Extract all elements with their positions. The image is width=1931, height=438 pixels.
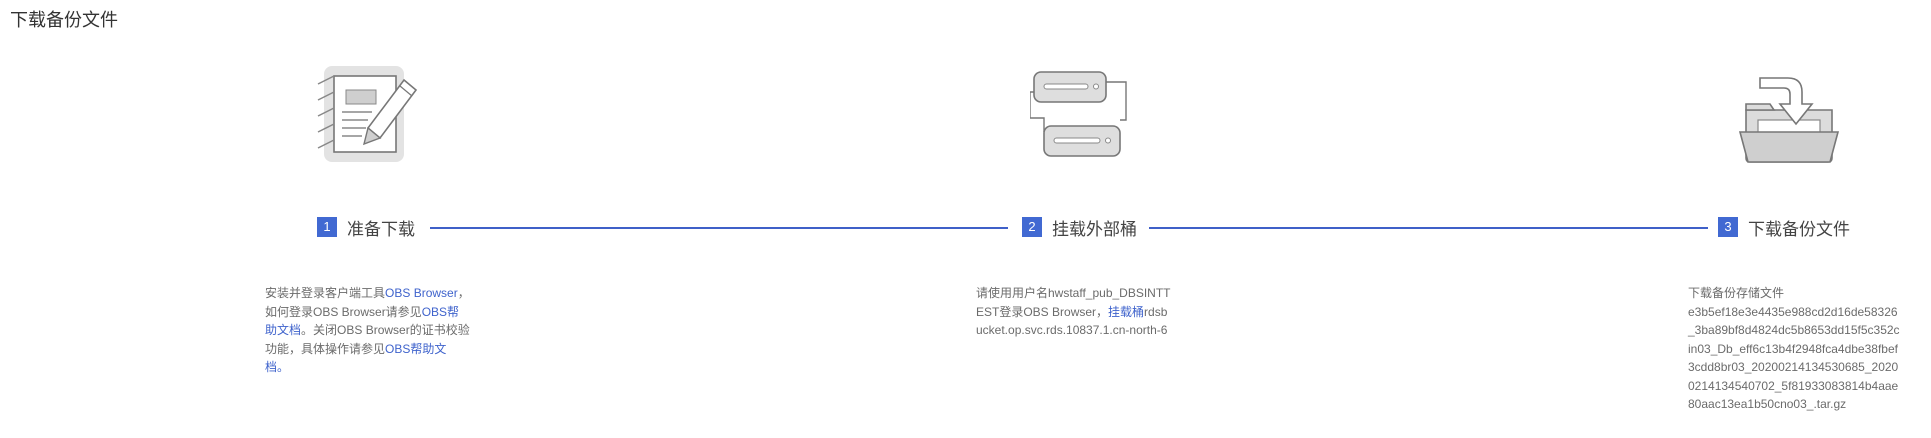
step-3-label: 下载备份文件: [1748, 219, 1850, 239]
step-connector-1-2: [430, 227, 1008, 229]
step-3-number: 3: [1718, 217, 1738, 237]
page-title: 下载备份文件: [10, 10, 118, 30]
step-2-text-1: 请使用用户名hwstaff_pub_DBSINTTEST登录OBS Browse…: [976, 286, 1171, 319]
step-1-number: 1: [317, 217, 337, 237]
folder-download-icon: [1738, 77, 1840, 163]
obs-browser-link[interactable]: OBS Browser: [385, 286, 458, 300]
step-3-text-1: 下载备份存储文件: [1688, 286, 1785, 300]
step-2-number: 2: [1022, 217, 1042, 237]
document-edit-icon: [317, 66, 418, 162]
step-1-description: 安装并登录客户端工具OBS Browser，如何登录OBS Browser请参见…: [265, 284, 470, 377]
mount-bucket-link[interactable]: 挂载桶: [1108, 304, 1145, 319]
step-2: 2 挂载外部桶: [1018, 216, 1149, 239]
obs-help-doc-link[interactable]: OBS帮助文档: [265, 304, 460, 338]
step-1-label: 准备下载: [347, 219, 415, 239]
backup-file-name: e3b5ef18e3e4435e988cd2d16de58326_3ba89bf…: [1688, 304, 1900, 412]
step-connector-2-3: [1146, 227, 1708, 229]
step-1-text-2: ，如何登录OBS Browser请参见: [265, 286, 470, 319]
step-3: 3 下载备份文件: [1712, 216, 1850, 239]
step-1: 1 准备下载: [317, 216, 427, 239]
step-2-label: 挂载外部桶: [1052, 219, 1137, 239]
obs-help-doc-link-2[interactable]: OBS帮助文档: [265, 341, 447, 375]
step-1-text-4: 。: [277, 360, 290, 374]
step-2-description: 请使用用户名hwstaff_pub_DBSINTTEST登录OBS Browse…: [976, 284, 1171, 340]
step-3-description: 下载备份存储文件 e3b5ef18e3e4435e988cd2d16de5832…: [1688, 284, 1900, 414]
step-1-text-3: 。关闭OBS Browser的证书校验功能，具体操作请参见: [265, 323, 470, 356]
step-1-text-1: 安装并登录客户端工具: [265, 286, 386, 300]
server-connect-icon: [1030, 71, 1127, 157]
step-2-text-2: rdsbucket.op.svc.rds.10837.1.cn-north-6: [976, 304, 1168, 338]
